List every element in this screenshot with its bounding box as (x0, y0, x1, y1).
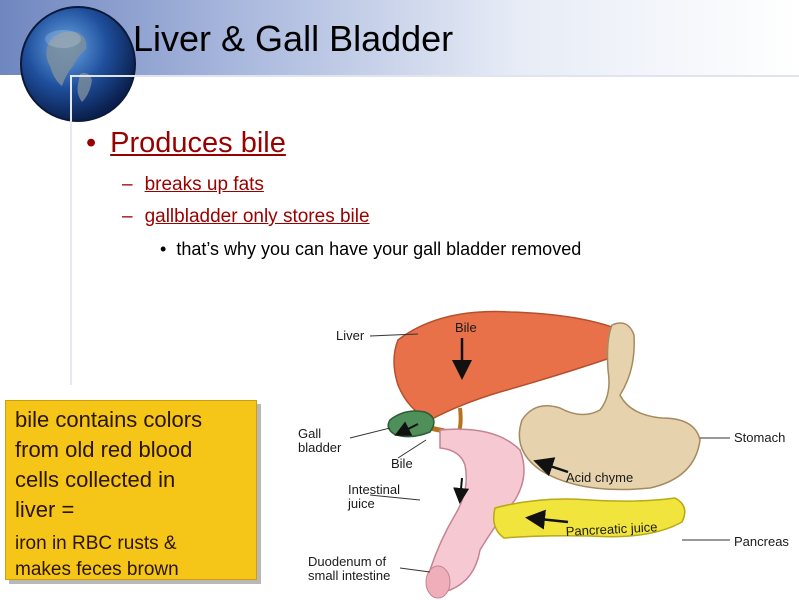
title-divider (70, 75, 799, 77)
label-intestinal: Intestinal (348, 482, 400, 497)
callout-line: bile contains colors (15, 407, 203, 432)
pancreatic-juice-arrow (525, 509, 569, 530)
left-divider (70, 75, 72, 385)
leader-line (369, 333, 419, 337)
dash-glyph: – (122, 206, 133, 227)
acid-chyme-arrow (533, 457, 569, 477)
sub-sub-bullet-text: that’s why you can have your gall bladde… (176, 239, 582, 259)
callout-line: cells collected in (15, 467, 176, 492)
label-pancreas: Pancreas (734, 534, 789, 549)
callout-line: liver = (15, 497, 75, 522)
callout-note-line: makes feces brown (15, 559, 179, 580)
bullet-text[interactable]: Produces bile (110, 127, 286, 159)
bile-mid-arrow (394, 421, 419, 436)
leader-line (369, 494, 421, 501)
duodenum-shape (429, 428, 525, 592)
bullet-produces-bile: • Produces bile (86, 127, 286, 160)
label-bile-mid: Bile (391, 456, 413, 471)
label-pancreatic-juice: Pancreatic juice (565, 519, 657, 539)
label-small-intestine: small intestine (308, 568, 390, 583)
sub-bullet-text[interactable]: gallbladder only stores bile (144, 206, 370, 227)
sub-bullet-text[interactable]: breaks up fats (144, 174, 264, 195)
sub-bullet-breaks-up-fats: –breaks up fats (122, 174, 264, 196)
digestive-diagram: Liver Bile Gall bladder Bile Intestinal … (298, 310, 789, 599)
globe-icon (20, 6, 136, 122)
label-acid-chyme: Acid chyme (566, 470, 633, 485)
sub-bullet-gallbladder-stores: –gallbladder only stores bile (122, 206, 370, 228)
intestinal-juice-arrow (453, 477, 470, 504)
bullet-glyph: • (86, 127, 97, 159)
leader-line (397, 439, 427, 459)
label-stomach: Stomach (734, 430, 785, 445)
sub-sub-bullet: • that’s why you can have your gall bladd… (160, 239, 581, 260)
slide-title: Liver & Gall Bladder (133, 18, 454, 59)
gallbladder-shape (387, 410, 435, 438)
leader-line (399, 567, 431, 573)
bullet-glyph: • (160, 239, 167, 259)
callout-line: from old red blood (15, 437, 193, 462)
callout-note-line: iron in RBC rusts & (15, 533, 177, 554)
leader-line (349, 427, 391, 439)
label-liver: Liver (336, 328, 365, 343)
duodenum-opening (425, 565, 451, 599)
stomach-shape (518, 322, 701, 491)
label-gall: Gall (298, 426, 321, 441)
callout-box: bile contains colors from old red blood … (5, 400, 257, 580)
label-duodenum: Duodenum of (308, 554, 386, 569)
label-juice: juice (347, 496, 375, 511)
liver-shape (393, 310, 627, 421)
label-bladder: bladder (298, 440, 342, 455)
label-bile-top: Bile (455, 320, 477, 335)
dash-glyph: – (122, 174, 133, 195)
